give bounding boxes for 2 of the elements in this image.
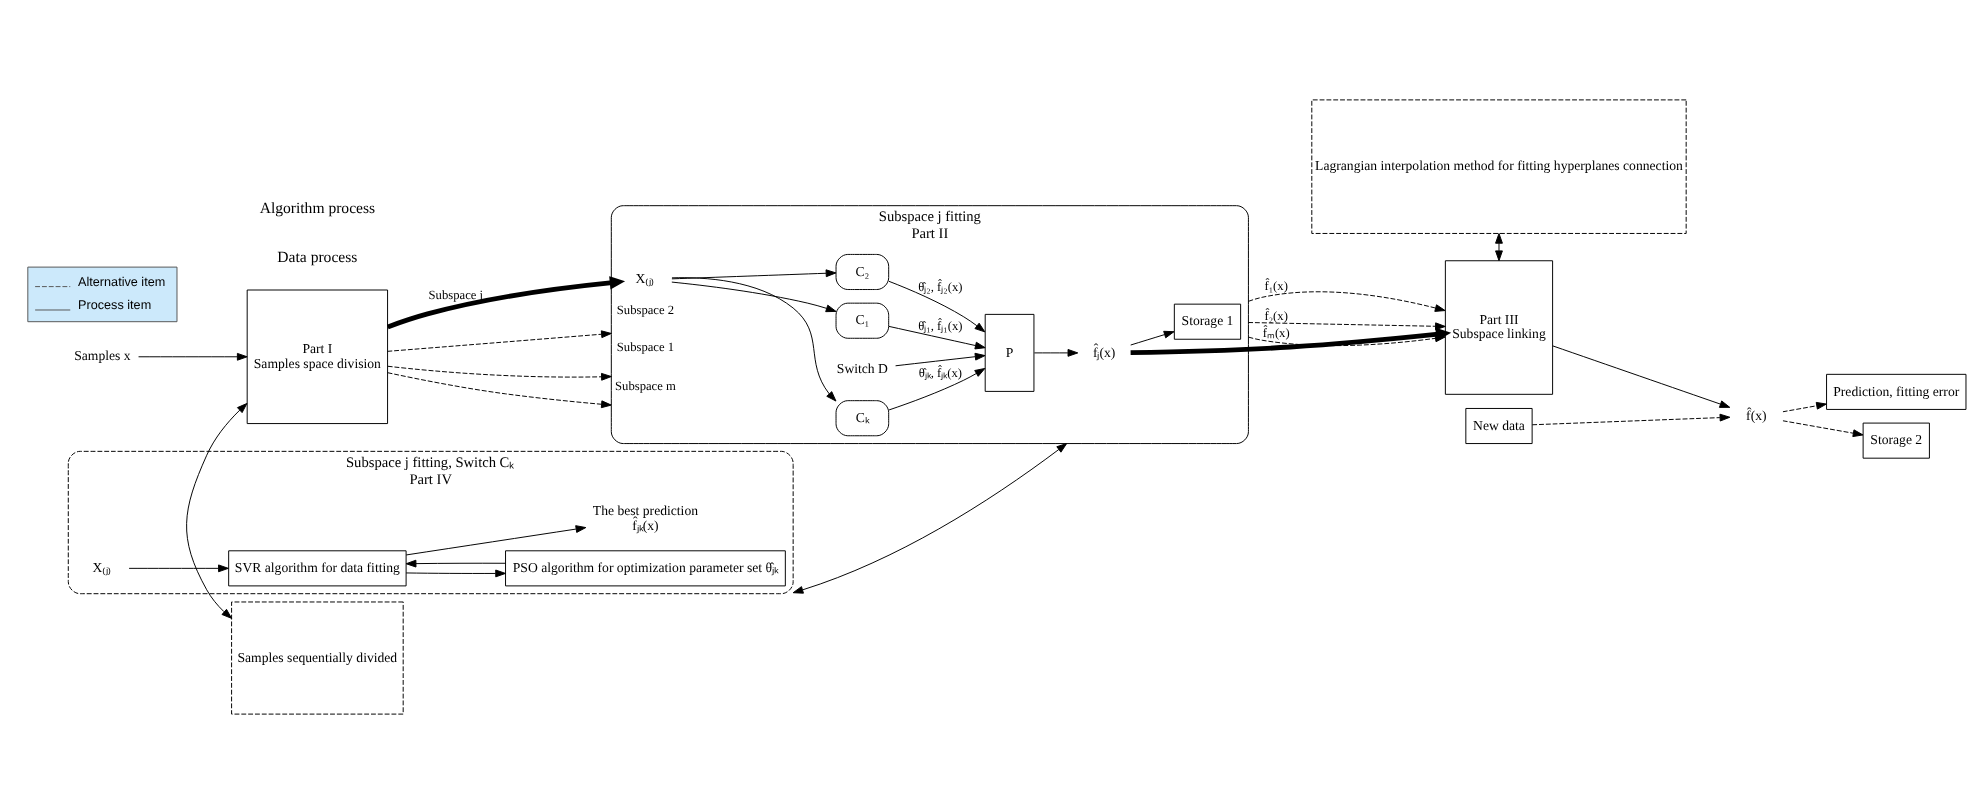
label: Data process xyxy=(277,247,358,266)
label: Algorithm process xyxy=(259,198,376,217)
